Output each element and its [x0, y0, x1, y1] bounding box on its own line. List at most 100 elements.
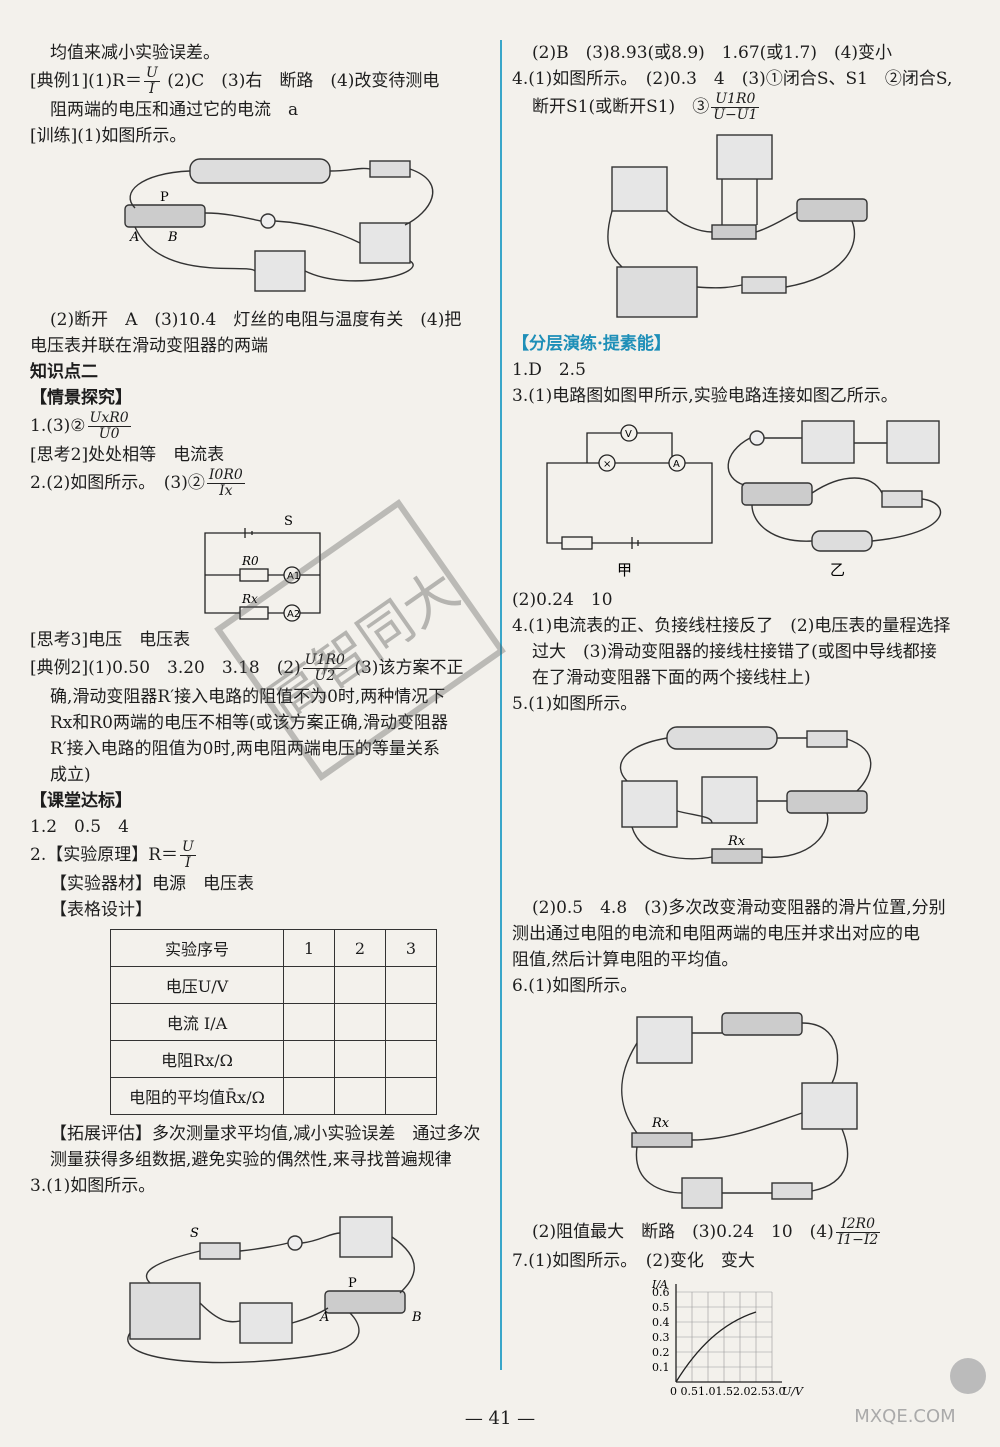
- section-heading: 【情景探究】: [30, 388, 132, 408]
- text-line: 5.(1)如图所示。: [512, 694, 638, 714]
- text-line: (2)0.5 4.8 (3)多次改变滑动变阻器的滑片位置,分别: [532, 898, 946, 918]
- svg-text:R0: R0: [241, 554, 259, 568]
- text-line: 【拓展评估】多次测量求平均值,减小实验误差 通过多次: [50, 1124, 481, 1144]
- svg-text:0.5: 0.5: [652, 1301, 670, 1314]
- text-line: (2)断开 A (3)10.4 灯丝的电阻与温度有关 (4)把: [50, 310, 462, 330]
- svg-text:0.1: 0.1: [652, 1361, 670, 1374]
- circuit-figure-1: P A B: [124, 158, 434, 292]
- text-line: 3.(1)电路图如图甲所示,实验电路连接如图乙所示。: [512, 386, 898, 406]
- text-line: 均值来减小实验误差。: [50, 43, 220, 63]
- example-label: [典例1](1)R＝: [30, 71, 142, 91]
- section-heading: 【课堂达标】: [30, 791, 132, 811]
- svg-text:I/A: I/A: [651, 1278, 668, 1291]
- right-column: (2)B (3)8.93(或8.9) 1.67(或1.7) (4)变小 4.(1…: [512, 40, 972, 1402]
- svg-text:0 0.51.01.52.02.53.0: 0 0.51.01.52.02.53.0: [670, 1385, 785, 1398]
- svg-text:A: A: [673, 459, 680, 470]
- circuit-figure-7: Rx: [621, 1012, 858, 1209]
- text-line: 7.(1)如图所示。 (2)变化 变大: [512, 1251, 755, 1271]
- section-heading: 知识点二: [30, 362, 98, 382]
- column-divider: [500, 40, 502, 1370]
- schematic-jia: [546, 424, 713, 550]
- circuit-figure-5: V × A 甲 乙: [546, 420, 941, 579]
- circuit-figure-4: [607, 134, 868, 318]
- svg-text:A: A: [129, 230, 139, 245]
- svg-text:Rx: Rx: [241, 592, 258, 606]
- table-row: 电阻Rx/Ω: [110, 1040, 437, 1078]
- table-row: 实验序号 1 2 3: [110, 929, 437, 967]
- text-line: 1.2 0.5 4: [30, 817, 129, 837]
- svg-text:Rx: Rx: [727, 834, 746, 849]
- text-line: 测量获得多组数据,避免实验的偶然性,来寻找普遍规律: [50, 1150, 452, 1170]
- text-line: 3.(1)如图所示。: [30, 1176, 156, 1196]
- svg-text:P: P: [160, 190, 169, 205]
- iu-graph: I/A 0.6 0.5 0.4 0.3 0.2 0.1 0 0.51.01.52…: [651, 1278, 804, 1398]
- table-row: 电阻的平均值R̄x/Ω: [110, 1077, 437, 1115]
- text-line: 测出通过电阻的电流和电阻两端的电压并求出对应的电: [512, 924, 920, 944]
- svg-text:B: B: [167, 230, 178, 245]
- text-line: 【表格设计】: [50, 900, 152, 920]
- svg-text:0.3: 0.3: [652, 1331, 670, 1344]
- table-row: 电流 I/A: [110, 1003, 437, 1041]
- svg-text:A1: A1: [287, 571, 300, 582]
- svg-text:B: B: [411, 1310, 422, 1325]
- svg-text:MXQE.COM: MXQE.COM: [854, 1406, 955, 1427]
- text-line: Rx和R0两端的电压不相等(或该方案正确,滑动变阻器: [50, 713, 449, 733]
- svg-text:0.4: 0.4: [652, 1316, 670, 1329]
- svg-text:U/V: U/V: [782, 1385, 804, 1398]
- svg-text:Rx: Rx: [651, 1116, 670, 1131]
- svg-text:0.6: 0.6: [652, 1286, 670, 1299]
- text-line: 阻值,然后计算电阻的平均值。: [512, 950, 739, 970]
- text-line: 【实验器材】电源 电压表: [50, 874, 254, 894]
- table-row: 电压U/V: [110, 966, 437, 1004]
- text-line: 阻两端的电压和通过它的电流 a: [50, 100, 299, 120]
- text-line: R′接入电路的阻值为0时,两电阻两端电压的等量关系: [50, 739, 440, 759]
- svg-text:S: S: [190, 1226, 199, 1241]
- text-line: 1.D 2.5: [512, 360, 586, 380]
- text-line: [思考3]电压 电压表: [30, 630, 191, 650]
- text-line: [训练](1)如图所示。: [30, 126, 187, 146]
- caption-jia: 甲: [617, 561, 632, 579]
- circuit-figure-6: Rx: [619, 726, 872, 864]
- text-line: (2)B (3)8.93(或8.9) 1.67(或1.7) (4)变小: [532, 43, 893, 63]
- wiring-yi: [727, 420, 941, 552]
- text-line: [思考2]处处相等 电流表: [30, 445, 225, 465]
- answer-text: (2)C (3)右 断路 (4)改变待测电: [167, 71, 440, 91]
- text-line: 过大 (3)滑动变阻器的接线柱接错了(或图中导线都接: [532, 642, 937, 662]
- section-heading: 【分层演练·提素能】: [512, 334, 671, 354]
- svg-text:S: S: [284, 514, 293, 529]
- svg-text:A2: A2: [287, 609, 300, 620]
- text-line: 4.(1)电流表的正、负接线柱接反了 (2)电压表的量程选择: [512, 616, 951, 636]
- svg-text:A: A: [319, 1310, 329, 1325]
- circuit-figure-3: S P A B: [127, 1216, 422, 1364]
- circuit-diagram-2: S R0 Rx A1 A2: [204, 514, 321, 622]
- text-line: 在了滑动变阻器下面的两个接线柱上): [532, 668, 811, 688]
- text-line: 4.(1)如图所示。 (2)0.3 4 (3)①闭合S、S1 ②闭合S,: [512, 69, 953, 89]
- text-line: 6.(1)如图所示。: [512, 976, 638, 996]
- text-line: 确,滑动变阻器R′接入电路的阻值不为0时,两种情况下: [50, 687, 446, 707]
- caption-yi: 乙: [830, 561, 845, 579]
- text-line: 电压表并联在滑动变阻器的两端: [30, 336, 268, 356]
- text-line: 成立): [50, 765, 91, 785]
- svg-text:V: V: [625, 429, 632, 440]
- text-line: (2)0.24 10: [512, 590, 613, 610]
- watermark-logo: MXQE.COM: [854, 1358, 986, 1427]
- svg-text:P: P: [348, 1276, 357, 1291]
- experiment-table: 实验序号 1 2 3 电压U/V 电流 I/A 电阻Rx/Ω 电阻的平均值R̄x…: [110, 929, 437, 1115]
- svg-text:0.2: 0.2: [652, 1346, 670, 1359]
- page-number: — 41 —: [464, 1408, 536, 1429]
